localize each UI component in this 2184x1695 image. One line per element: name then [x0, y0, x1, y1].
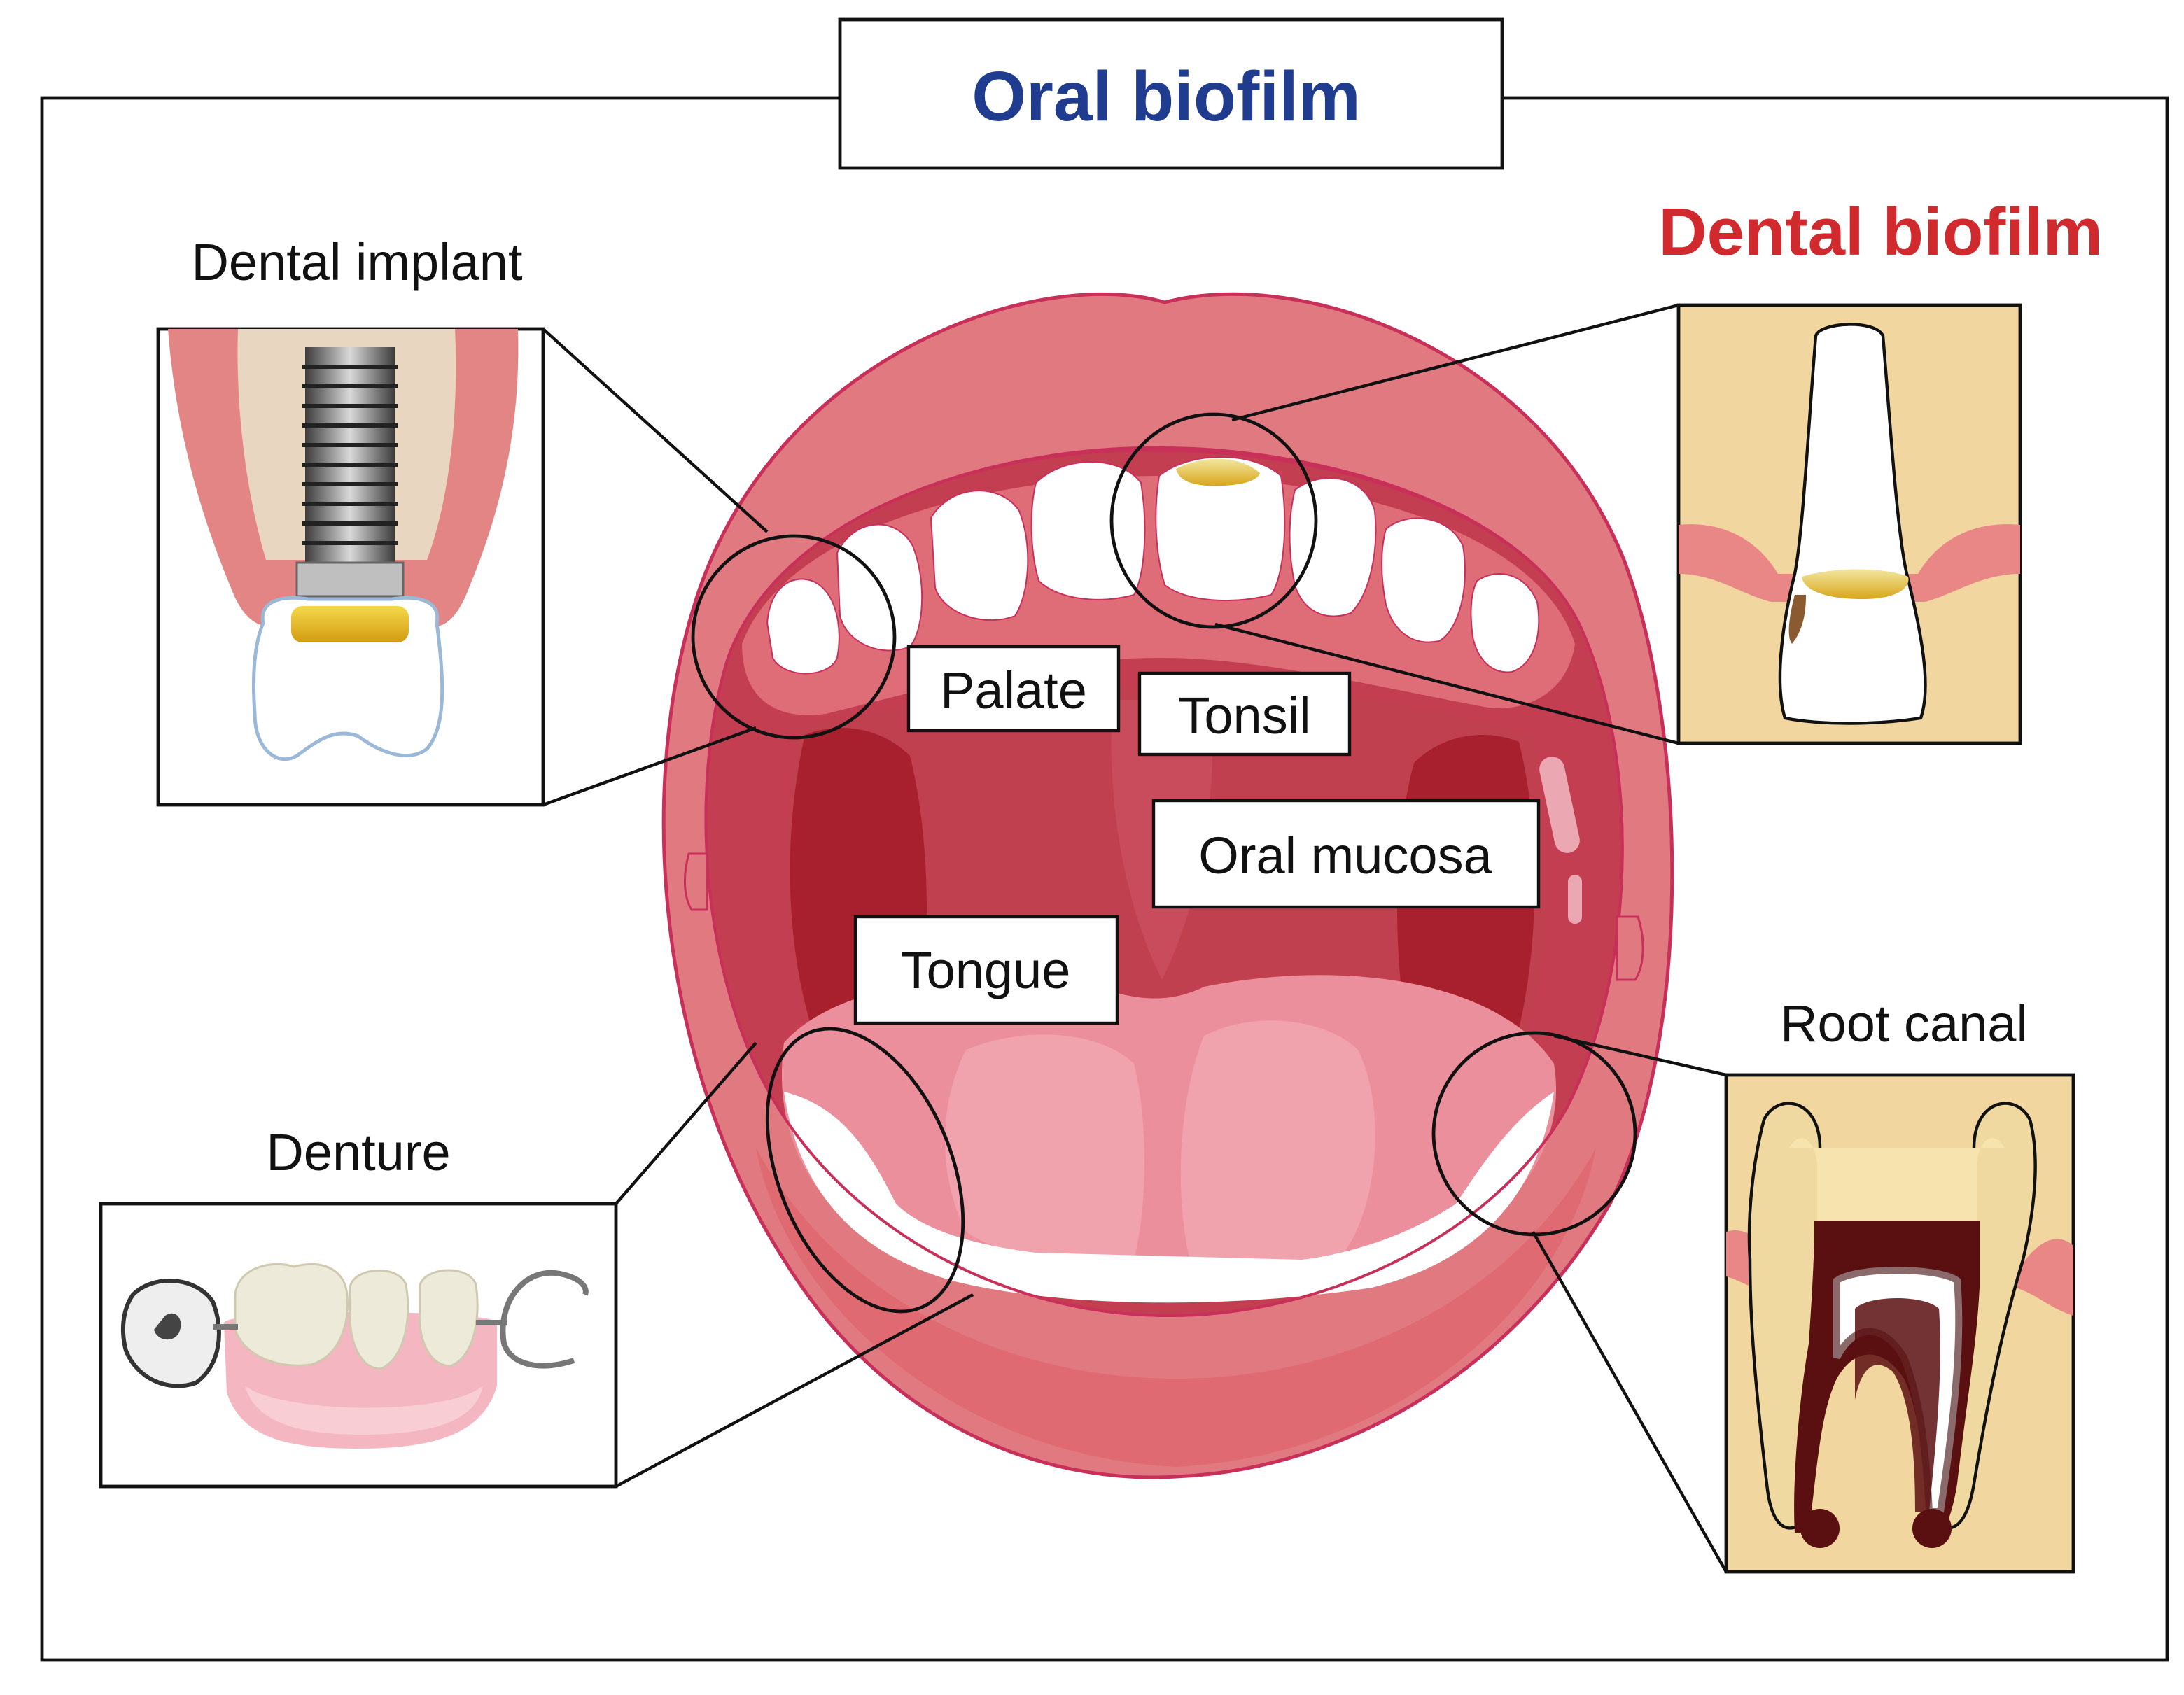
root-canal-illustration [1726, 1102, 2073, 1548]
tooth-magnifier-circle [1110, 412, 1318, 629]
denture-magnifier-ellipse [765, 1027, 965, 1314]
tongue-label-box [853, 915, 1119, 1025]
dental-implant-label: Dental implant [191, 233, 522, 291]
dental-implant-illustration [168, 329, 519, 761]
oral-mucosa-label-box [1152, 799, 1541, 909]
callout-lines [542, 303, 1728, 1573]
mouth-corner-right [1616, 915, 1644, 981]
root-apex-left [1800, 1509, 1840, 1548]
root-canal-magnifier-circle [1432, 1031, 1637, 1237]
implant-abutment [295, 561, 405, 598]
implant-magnifier-circle [691, 534, 897, 740]
implant-screw [305, 347, 395, 568]
tongue-label: Tongue [901, 941, 1071, 999]
denture-base-highlight [245, 1386, 483, 1435]
gum-line [1679, 524, 2020, 602]
tonsil-label: Tonsil [1178, 687, 1310, 745]
tooth-outline [1778, 323, 1927, 725]
palate-label: Palate [940, 661, 1087, 719]
title-box [838, 17, 1504, 170]
page-title: Oral biofilm [972, 57, 1361, 136]
tooth-biofilm [1802, 569, 1909, 599]
upper-teeth [766, 456, 1540, 675]
root-apex-right [1912, 1509, 1952, 1548]
dental-biofilm-heading: Dental biofilm [1658, 195, 2103, 269]
root-canal-label: Root canal [1780, 994, 2028, 1053]
oral-mucosa-label: Oral mucosa [1198, 827, 1492, 885]
cheek-highlight [1539, 757, 1580, 853]
biofilm-on-tooth [1176, 458, 1260, 486]
denture-premolar-2 [418, 1269, 479, 1367]
denture-illustration [120, 1263, 589, 1449]
tongue-highlight-right [1180, 1020, 1376, 1265]
tongue-highlight-left [945, 1034, 1144, 1262]
tooth-calculus [1788, 595, 1806, 644]
implant-biofilm [291, 606, 409, 642]
denture-clasp-rest [154, 1313, 181, 1340]
palate-label-box [906, 645, 1121, 733]
mouth-corner-left [683, 852, 708, 911]
dental-tooth-illustration [1679, 323, 2020, 725]
denture-label: Denture [266, 1123, 450, 1181]
denture-metal-clasp-right [500, 1270, 589, 1369]
denture-premolar-1 [349, 1270, 410, 1370]
denture-molar [234, 1263, 349, 1367]
tonsil-label-box [1138, 671, 1352, 757]
lower-lip [756, 1148, 1596, 1467]
lower-teeth [784, 1092, 1554, 1303]
inner-lip-line [704, 449, 1624, 1318]
cheek-highlight-small [1568, 875, 1582, 924]
